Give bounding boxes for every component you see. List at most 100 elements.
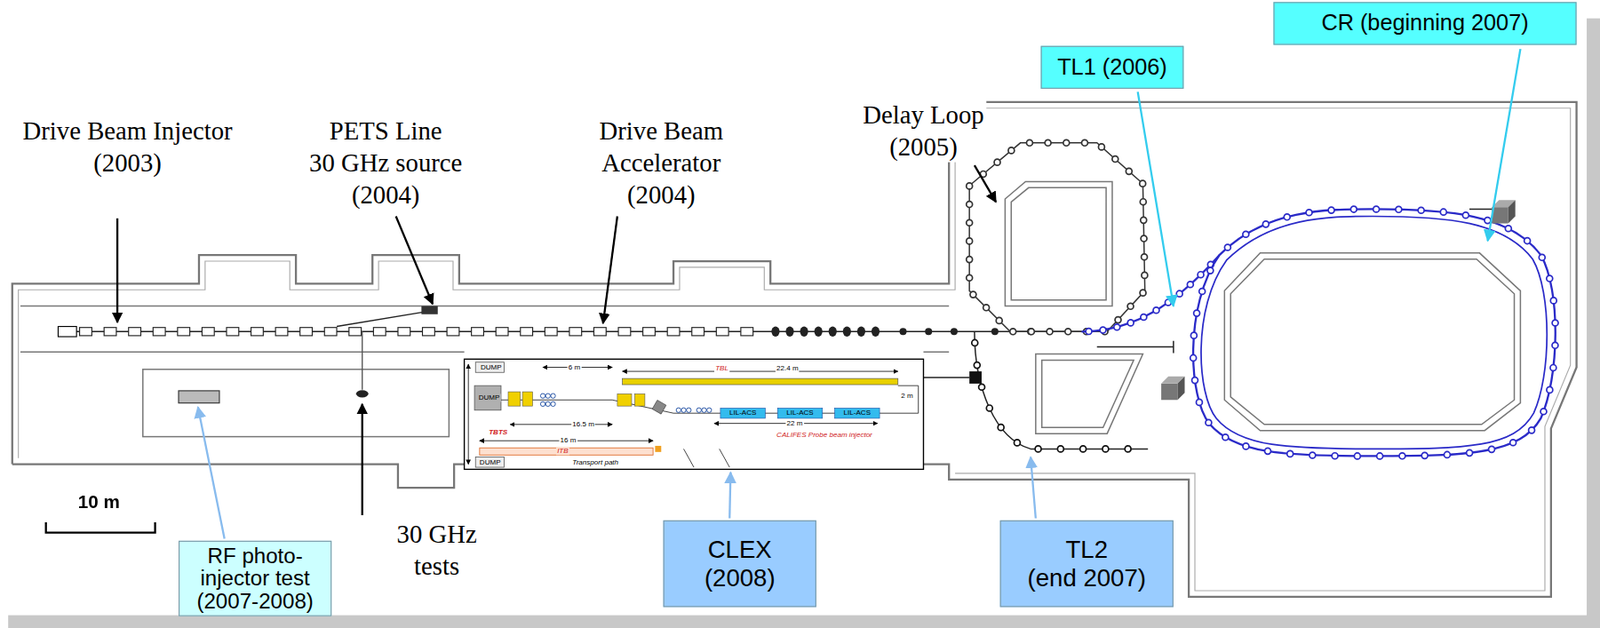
accelerating-structure (692, 327, 705, 336)
beam-element (971, 339, 979, 346)
beam-element (1350, 206, 1357, 213)
line-name: CALIFES Probe beam injector (775, 430, 874, 439)
room-wall (143, 369, 450, 438)
leader-arrow (116, 218, 119, 323)
accelerating-structure (544, 327, 558, 336)
beam-element (1082, 139, 1089, 146)
beam-elements (1190, 206, 1559, 460)
beam-element (1550, 297, 1557, 304)
path-label: Transport path (571, 458, 620, 467)
beam-element (1546, 386, 1553, 393)
beam-element (1192, 377, 1199, 384)
dimension-label: 16 m (558, 437, 577, 446)
beam-element (1440, 208, 1447, 215)
accelerating-structure (720, 407, 766, 418)
dimension-label: 22 m (785, 419, 804, 428)
beam-element (1524, 238, 1531, 245)
dimension-label: 16.5 m (571, 420, 596, 429)
accelerating-structure (373, 327, 386, 336)
beam-element (1538, 254, 1545, 261)
leader-arrow (198, 406, 225, 539)
text-line: (end 2007) (1027, 564, 1147, 593)
callout-label: 30 GHz tests (394, 517, 479, 582)
beam-element (1194, 310, 1201, 317)
accelerating-structure (300, 327, 313, 336)
text-line: Accelerator (599, 146, 725, 179)
text-line: CLEX (704, 535, 776, 565)
beam-element (1510, 439, 1517, 446)
beam-element (966, 183, 973, 190)
text-line: Drive Beam Injector (23, 115, 233, 148)
beam-element (1190, 354, 1197, 361)
accelerating-structure (275, 327, 288, 336)
beam-elements (966, 139, 1148, 335)
text-line: 30 GHz (397, 517, 478, 550)
accelerating-structure (398, 327, 411, 336)
quadrupole (701, 407, 707, 413)
structure-label: LIL-ACS (728, 409, 758, 418)
leader-arrow (1488, 48, 1521, 241)
beam-element (1010, 328, 1017, 335)
beam-element (1377, 453, 1384, 460)
beam-element (1552, 342, 1559, 349)
quadrupole (540, 401, 545, 406)
accelerating-structure (471, 327, 485, 336)
beam-element (1309, 452, 1316, 459)
magnet (654, 445, 661, 453)
beam-element (1305, 209, 1313, 216)
beam-element (1141, 271, 1148, 279)
line-name: ITB (556, 446, 570, 455)
callout-label: Drive Beam Accelerator (2004) (597, 115, 725, 211)
dump-block (475, 362, 504, 373)
beam-element (1196, 398, 1203, 406)
quadrupole (681, 407, 686, 413)
beam-element (1395, 206, 1402, 213)
beam-element (1222, 434, 1229, 441)
beam-element (1373, 206, 1380, 213)
text-line: (2004) (599, 178, 725, 211)
text-line: Delay Loop (862, 98, 984, 131)
page-shadow (7, 615, 1600, 628)
leader-arrow (361, 404, 364, 516)
page-shadow (1586, 18, 1600, 628)
quadrupole (545, 393, 550, 399)
quadrupole (785, 326, 794, 337)
beam-element (1207, 267, 1214, 274)
callout-box: RF photo-injector test (2007-2008) (178, 541, 332, 617)
beam-element (1140, 314, 1147, 321)
beam-element (1242, 230, 1250, 238)
dump-line (1469, 208, 1496, 210)
beam-element (1057, 445, 1064, 453)
callout-text: TL2 (end 2007) (1027, 535, 1147, 592)
beam-element (1283, 214, 1290, 221)
accelerating-structure (593, 327, 606, 336)
dump-block (475, 457, 504, 468)
leader-arrow (729, 472, 731, 519)
quadrupole (857, 326, 866, 337)
magnet (634, 393, 645, 406)
injector-gun (57, 326, 77, 337)
beam-element (1224, 244, 1231, 251)
beam-element (1484, 217, 1491, 224)
clex-inset (464, 358, 924, 470)
accelerating-structure (349, 327, 362, 336)
beam-element (1328, 206, 1335, 214)
beam-element (966, 201, 973, 208)
test-stand (356, 390, 369, 398)
dimension-line (622, 371, 899, 373)
beam-element (1140, 216, 1147, 223)
beam-element (966, 274, 973, 281)
pets-line (336, 310, 429, 327)
line-name: TBTS (487, 428, 509, 437)
beam-element (1065, 328, 1072, 335)
dump-label: DUMP (478, 458, 502, 467)
leader-arrow (1030, 457, 1036, 519)
quadrupole (871, 326, 880, 337)
beam-element (1265, 447, 1272, 454)
pets-structure (421, 306, 438, 315)
accelerating-structure (79, 327, 93, 336)
beam-element (1140, 235, 1147, 242)
leader-arrow (974, 165, 996, 202)
accelerating-structure (152, 327, 166, 336)
quadrupole (540, 393, 545, 399)
